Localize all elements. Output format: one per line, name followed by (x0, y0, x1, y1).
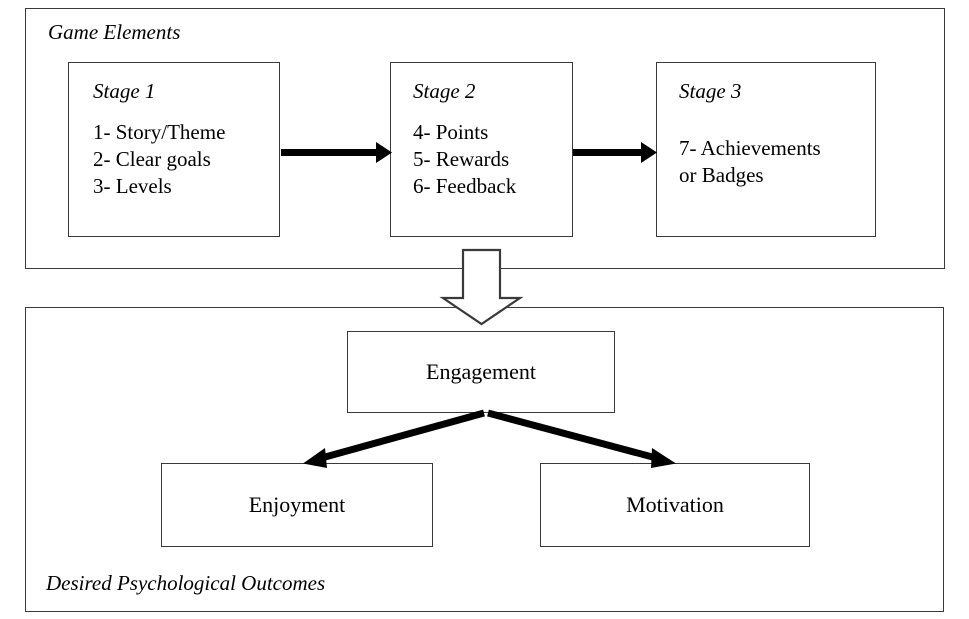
motivation-label: Motivation (626, 492, 724, 517)
stage-2-items: 4- Points 5- Rewards 6- Feedback (413, 120, 517, 198)
stage-2-box: Stage 2 4- Points 5- Rewards 6- Feedback (390, 62, 573, 237)
stage-1-box: Stage 1 1- Story/Theme 2- Clear goals 3-… (68, 62, 280, 237)
stage-1-title: Stage 1 (93, 79, 156, 103)
stage-3-items: 7- Achievements or Badges (679, 136, 821, 187)
panel-desired-outcomes-label: Desired Psychological Outcomes (46, 571, 326, 595)
enjoyment-box: Enjoyment (161, 463, 433, 547)
stage-1-items: 1- Story/Theme 2- Clear goals 3- Levels (93, 120, 226, 198)
stage-3-title: Stage 3 (679, 79, 742, 103)
panel-game-elements-label: Game Elements (48, 20, 181, 44)
motivation-box: Motivation (540, 463, 810, 547)
engagement-label: Engagement (426, 359, 536, 384)
engagement-box: Engagement (347, 331, 615, 413)
stage-3-box: Stage 3 7- Achievements or Badges (656, 62, 876, 237)
enjoyment-label: Enjoyment (248, 492, 346, 517)
stage-2-title: Stage 2 (413, 79, 476, 103)
